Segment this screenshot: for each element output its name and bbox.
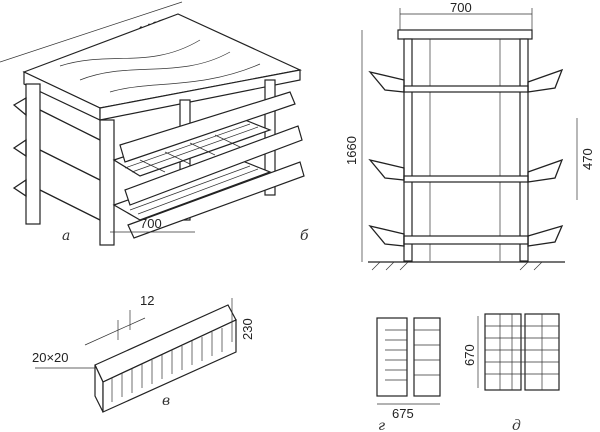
figure-d-caption: д — [512, 418, 521, 432]
figure-b-front-view: 700 1660 470 б — [300, 0, 595, 271]
dim-20x20: 20×20 — [32, 350, 69, 365]
figure-g-caption: г — [378, 418, 385, 432]
dim-230: 230 — [240, 318, 255, 340]
figure-v-caption: в — [162, 393, 170, 409]
figure-a-rack-isometric: 1407 700 а — [0, 1, 305, 246]
dim-1660: 1660 — [344, 136, 359, 165]
figure-g-panel: 675 г — [376, 317, 441, 432]
figure-a-caption: а — [62, 228, 70, 244]
dim-700-depth: 700 — [140, 216, 162, 231]
figure-v-tray: 12 230 20×20 в — [32, 293, 255, 413]
figure-b-caption: б — [300, 228, 309, 244]
dim-700-width: 700 — [450, 0, 472, 15]
dim-470: 470 — [580, 148, 595, 170]
dim-670: 670 — [462, 344, 477, 366]
figure-d-panel: 670 д — [462, 313, 560, 432]
dim-675: 675 — [392, 406, 414, 421]
dim-12: 12 — [140, 293, 154, 308]
